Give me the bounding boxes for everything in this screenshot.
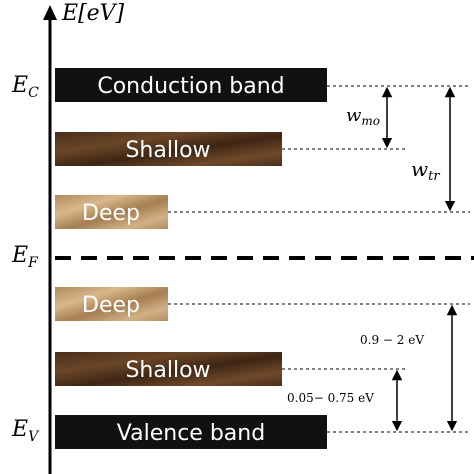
level-ef-label: EF [11,243,39,271]
shallow-band-lower [55,352,282,386]
level-ef-sub: F [27,255,39,271]
valence-band [55,415,327,449]
level-ec-sub: C [28,85,39,101]
w-mo-sub: mo [361,114,380,128]
deep-band-upper [55,195,168,229]
energy-axis-label-main: E [61,1,78,26]
shallow-band-upper-label: Shallow [125,138,210,163]
guide-lines [168,85,470,433]
energy-axis-arrowhead [43,5,57,20]
w-mo-label: wmo [346,105,380,128]
w-mo-main: w [346,105,362,126]
level-ef-main: E [11,243,28,268]
deep-band-lower-label: Deep [82,293,140,318]
w-tr-sub: tr [428,169,440,184]
conduction-band [55,68,327,102]
level-ev-sub: V [28,429,40,445]
w-tr-label: wtr [411,157,440,184]
shallow-range-label: 0.05− 0.75 eV [287,391,374,405]
level-ec-main: E [11,73,28,98]
shallow-band-upper [55,132,282,166]
deep-range-label: 0.9 − 2 eV [360,333,424,347]
shallow-band-lower-label: Shallow [125,358,210,383]
w-tr-main: w [411,157,428,181]
energy-axis-label: E[eV] [61,1,125,26]
conduction-band-label: Conduction band [97,74,284,99]
deep-band-lower [55,287,168,321]
level-ec-label: EC [11,73,39,101]
level-ev-label: EV [11,417,40,445]
valence-band-label: Valence band [117,421,265,446]
deep-band-upper-label: Deep [82,201,140,226]
level-ev-main: E [11,417,28,442]
energy-axis-label-unit: [eV] [78,1,124,26]
